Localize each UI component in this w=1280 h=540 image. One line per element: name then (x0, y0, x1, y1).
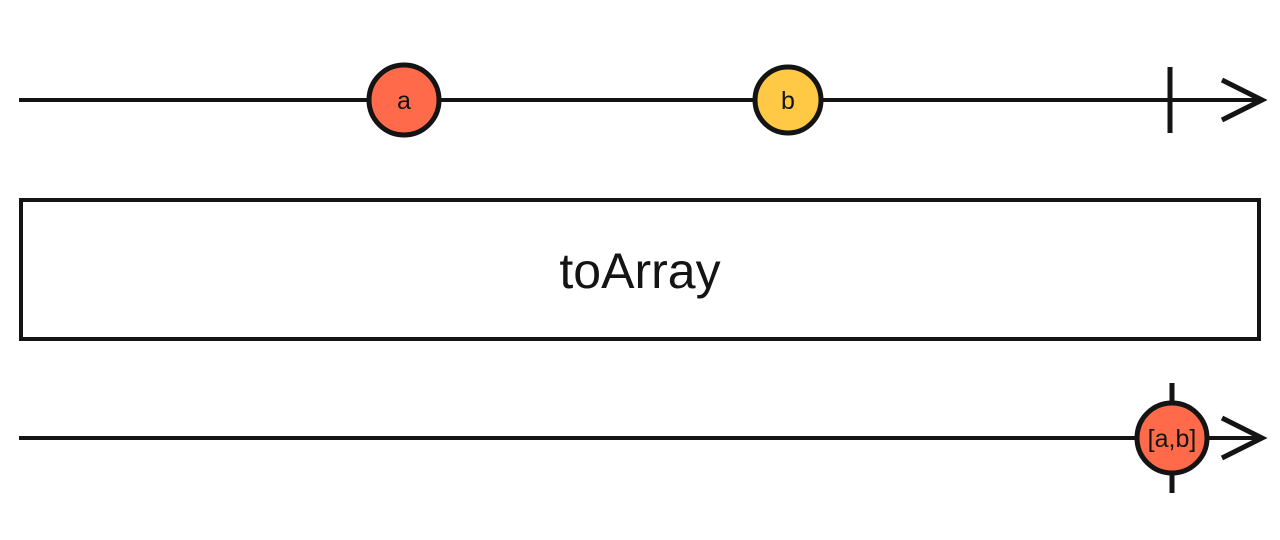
source-marble-a-label: a (397, 87, 411, 115)
result-timeline-arrowhead-icon (1220, 415, 1268, 461)
source-marble-a[interactable]: a (366, 62, 442, 138)
result-timeline: [a,b] (19, 383, 1268, 493)
result-marble-array-label: [a,b] (1148, 425, 1197, 453)
source-marble-a-circle[interactable] (366, 62, 442, 138)
result-marble-array[interactable]: [a,b] (1134, 400, 1210, 476)
source-timeline-arrowhead-icon (1220, 77, 1268, 123)
source-marble-b-label: b (781, 87, 795, 115)
operator-box-label: toArray (559, 243, 720, 299)
source-marble-b-circle[interactable] (752, 64, 824, 136)
operator-box-rect[interactable] (19, 198, 1261, 341)
source-marble-b[interactable]: b (752, 64, 824, 136)
result-marble-array-circle[interactable] (1134, 400, 1210, 476)
source-timeline: a b (19, 62, 1268, 138)
operator-box[interactable]: toArray (19, 198, 1261, 341)
